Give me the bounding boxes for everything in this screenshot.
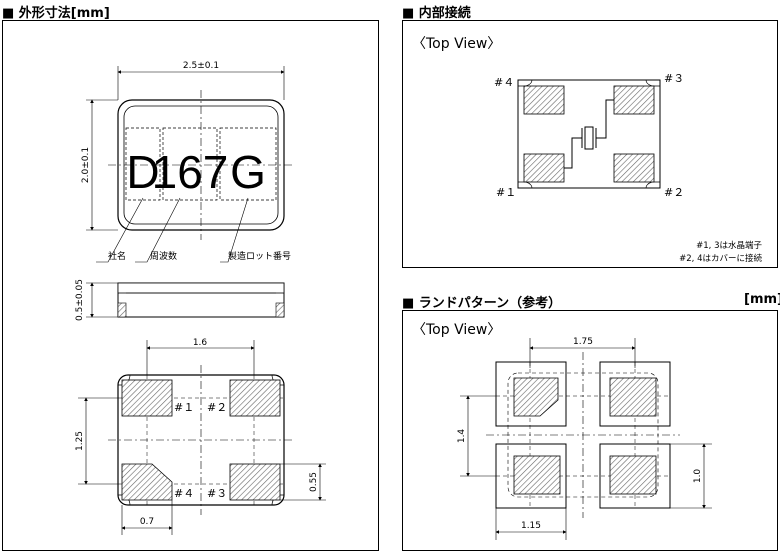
package-bottom-view	[78, 340, 326, 535]
land-view-label: 〈Top View〉	[412, 322, 501, 338]
internal-pin-4: #４	[494, 76, 514, 89]
label-lot: 製造ロット番号	[228, 250, 291, 262]
internal-pin-2: #２	[664, 186, 684, 199]
internal-note-2: #2, 4はカバーに接続	[679, 253, 762, 264]
package-top-view	[86, 66, 294, 263]
dim-pad-pitch-x: 1.6	[193, 338, 208, 348]
internal-pin-1: #１	[496, 186, 516, 199]
internal-pin-3: #３	[664, 72, 684, 85]
label-company: 社名	[108, 250, 126, 262]
dimensions-panel	[2, 20, 379, 551]
land-pitch-x: 1.75	[573, 337, 593, 347]
dim-width: 2.5±0.1	[183, 61, 219, 71]
land-diagram	[460, 338, 712, 540]
land-pitch-y: 1.4	[457, 429, 467, 444]
land-height: 1.0	[693, 469, 703, 484]
marking-company-code: D	[126, 146, 159, 198]
dim-pad-width: 0.7	[140, 517, 154, 527]
marking-frequency-code: 167	[152, 146, 229, 198]
pad-label-4: #４	[174, 487, 194, 500]
pad-label-2: #２	[207, 401, 227, 414]
internal-view-label: 〈Top View〉	[412, 36, 501, 52]
internal-note-1: #1, 3は水晶端子	[696, 240, 762, 251]
land-panel	[402, 310, 778, 551]
land-unit: [mm]	[744, 292, 780, 307]
dimensions-title: ■ 外形寸法[mm]	[2, 6, 110, 21]
marking-lot-code: G	[230, 146, 266, 198]
internal-title: ■ 内部接続	[402, 6, 471, 21]
dim-thickness: 0.5±0.05	[75, 279, 85, 321]
land-width: 1.15	[521, 521, 541, 531]
dim-pad-pitch-y: 1.25	[75, 431, 85, 451]
internal-panel	[402, 20, 778, 268]
package-side-view	[86, 282, 285, 318]
pad-label-3: #３	[207, 487, 227, 500]
pad-label-1: #１	[174, 401, 194, 414]
land-title: ■ ランドパターン（参考）	[402, 296, 562, 311]
dim-height: 2.0±0.1	[81, 147, 91, 183]
label-frequency: 周波数	[150, 250, 177, 262]
dim-pad-height: 0.55	[309, 472, 319, 492]
internal-diagram	[517, 79, 661, 189]
